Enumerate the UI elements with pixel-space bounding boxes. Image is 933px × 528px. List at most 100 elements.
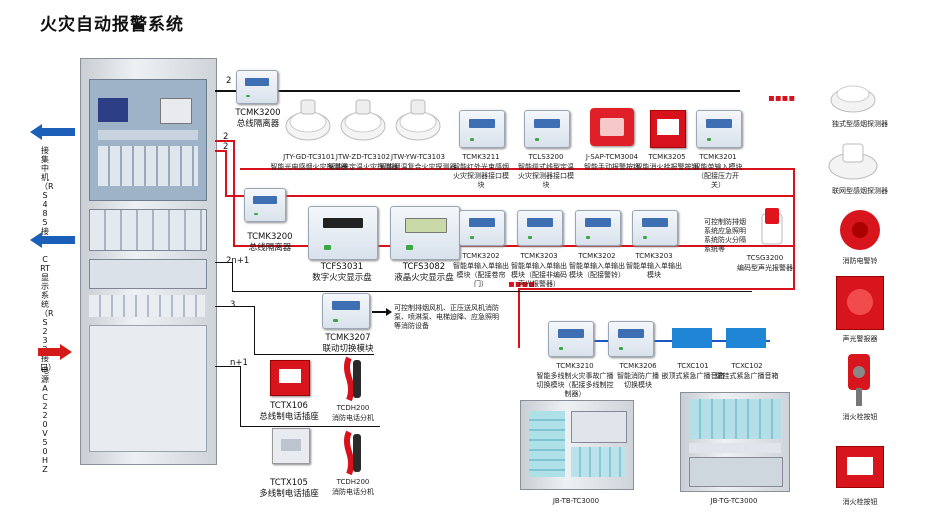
hydrant-button-icon <box>650 110 686 148</box>
top-device-3-name: 智能烟温复合火灾探测器 <box>379 163 457 171</box>
right-item-6-name: 消火栓按钮 <box>842 498 878 506</box>
top-device-1-model: JTY-GD-TC3101 <box>283 153 335 161</box>
mid-device-6-name: 智能单输入单输出模块 <box>626 262 682 279</box>
mid-device-2-name: 液晶火灾显示盘 <box>394 273 454 283</box>
phone-handset-2-icon <box>344 430 361 476</box>
mid-device-1-name: 数字火灾显示盘 <box>312 273 372 283</box>
top-device-6-model: J-SAP-TCM3004 <box>585 153 639 161</box>
host-arrow-icon <box>30 124 75 140</box>
top-device-5-name: 智能缆式线型定温火灾探测器接口模块 <box>518 163 574 189</box>
top-device-8-name: 智能单输入模块（配接压力开关） <box>693 163 743 189</box>
top-device-7-model: TCMK3205 <box>648 153 686 161</box>
ceiling-speaker-icon <box>672 328 712 348</box>
hydrant-button-2-icon <box>836 446 884 488</box>
mid-device-3-name: 智能单输入单输出模块（配接卷帘门） <box>453 262 509 288</box>
phone-handset-icon <box>344 356 361 402</box>
red-line-a <box>215 140 235 142</box>
phone-3-name: 多线制电话插座 <box>259 489 319 499</box>
phone-1-name: 总线制电话插座 <box>259 412 319 422</box>
broadcast-2-model: TCMK3206 <box>619 362 657 370</box>
bus-line-top <box>215 90 740 92</box>
mid-device-6-model: TCMK3203 <box>635 252 673 260</box>
standalone-smoke-detector-icon <box>830 85 876 113</box>
wall-controller-cabinet <box>520 400 634 490</box>
strobe-sounder-icon <box>761 208 783 245</box>
linkage-module <box>322 293 370 329</box>
linkage-arrow-icon <box>372 308 392 316</box>
combo-detector-icon <box>395 99 441 141</box>
right-item-1-name: 独式型感烟探测器 <box>832 120 888 128</box>
broadcast-switch-module <box>608 321 654 357</box>
crt-label: CRT显示系统（RS232接口） <box>40 255 56 372</box>
isolator-top-module <box>236 70 278 104</box>
bus-number-4: 2n+1 <box>226 256 250 266</box>
isolator-top-model: TCMK3200 <box>235 108 281 118</box>
mid-device-5-name: 智能单输入单输出模块（配接警铃） <box>569 262 625 279</box>
host-label: 接集中机（RS485接口） <box>40 146 56 245</box>
power-label: 电源AC220V 50HZ <box>41 366 49 474</box>
sounder-module <box>517 210 563 246</box>
console-controller-cabinet <box>680 392 790 492</box>
mid-device-7-model: TCSG3200 <box>746 254 784 262</box>
hydrant-button-1-icon <box>848 354 870 406</box>
top-device-3-model: JTW-YW-TC3103 <box>390 153 446 161</box>
top-device-1-name: 智能光电感烟火灾探测器 <box>270 163 348 171</box>
mid-note: 可控制防排烟系统应急照明系统防火分隔系统等 <box>704 218 746 253</box>
rolling-door-module <box>459 210 505 246</box>
cabinet-1-model: JB-TB-TC3000 <box>552 497 600 505</box>
mid-device-4-model: TCMK3203 <box>520 252 558 260</box>
cabinet-2-model: JB-TG-TC3000 <box>710 497 758 505</box>
phone-4-model: TCDH200 <box>336 478 370 486</box>
heat-detector-icon <box>340 99 386 141</box>
mid-device-4-name: 智能单输入单输出模块（配接非编码声光报警器） <box>511 262 567 288</box>
bus-number-1: 2 <box>226 76 232 86</box>
top-device-4-model: TCMK3211 <box>462 153 500 161</box>
right-item-5-name: 消火栓按钮 <box>842 413 878 421</box>
mid-device-2-model: TCFS3082 <box>402 262 446 272</box>
bell-module <box>575 210 621 246</box>
linkage-model: TCMK3207 <box>325 333 371 343</box>
mid-device-1-model: TCFS3031 <box>320 262 364 272</box>
strobe-alarm-icon <box>836 276 884 330</box>
top-device-2-model: JTW-ZD-TC3102 <box>335 153 391 161</box>
fire-bell-icon <box>840 210 880 250</box>
right-item-2-name: 联网型感烟探测器 <box>832 187 888 195</box>
broadcast-3-model: TCXC101 <box>677 362 709 370</box>
top-device-6-name: 智能手动报警按钮 <box>584 163 640 171</box>
top-device-7-name: 智能消火栓报警按钮 <box>635 163 699 171</box>
phone-4-name: 消防电话分机 <box>332 488 374 496</box>
broadcast-4-model: TCXC102 <box>731 362 763 370</box>
input-module <box>696 110 742 148</box>
page-title: 火灾自动报警系统 <box>40 15 184 35</box>
top-device-4-name: 智能红外光束感烟火灾探测器接口模块 <box>453 163 509 189</box>
multiline-broadcast-module <box>548 321 594 357</box>
top-device-2-name: 智能差定温火灾探测器 <box>328 163 398 171</box>
isolator-mid-name: 总线隔离器 <box>248 243 292 253</box>
controller-panel <box>89 79 207 201</box>
bus-number-3: 2 <box>223 142 229 152</box>
wall-speaker-icon <box>726 328 766 348</box>
broadcast-1-model: TCMK3210 <box>556 362 594 370</box>
crt-arrow-icon <box>30 232 75 248</box>
io-module <box>632 210 678 246</box>
phone-1-model: TCTX106 <box>270 401 308 411</box>
broadcast-1-name: 智能多线制火灾事故广播切换模块（配接多线制控制器） <box>536 372 614 398</box>
mid-device-7-name: 编码型声光报警器 <box>737 264 793 272</box>
linkage-note: 可控制排烟风机、正压送风机消防泵、喷淋泵、电梯迫降、应急照明等消防设备 <box>394 304 499 330</box>
top-device-8-model: TCMK3201 <box>699 153 737 161</box>
red-bus-mid <box>225 195 795 197</box>
bus-number-5: 3 <box>230 300 236 310</box>
isolator-mid-model: TCMK3200 <box>247 232 293 242</box>
digital-display-panel <box>308 206 378 260</box>
main-controller-cabinet <box>80 58 217 465</box>
mid-device-3-model: TCMK3202 <box>462 252 500 260</box>
broadcast-2-name: 智能消防广播切换模块 <box>617 372 659 389</box>
top-device-5-model: TCLS3200 <box>528 153 564 161</box>
bus-number-2: 2 <box>223 132 229 142</box>
multi-phone-socket-icon <box>272 428 310 464</box>
bus-phone-socket-icon <box>270 360 310 396</box>
cable-interface-module <box>524 110 570 148</box>
isolator-top-name: 总线隔离器 <box>236 119 280 129</box>
broadcast-3-name: 嵌顶式紧急广播音箱 <box>661 372 725 380</box>
mid-device-5-model: TCMK3202 <box>578 252 616 260</box>
